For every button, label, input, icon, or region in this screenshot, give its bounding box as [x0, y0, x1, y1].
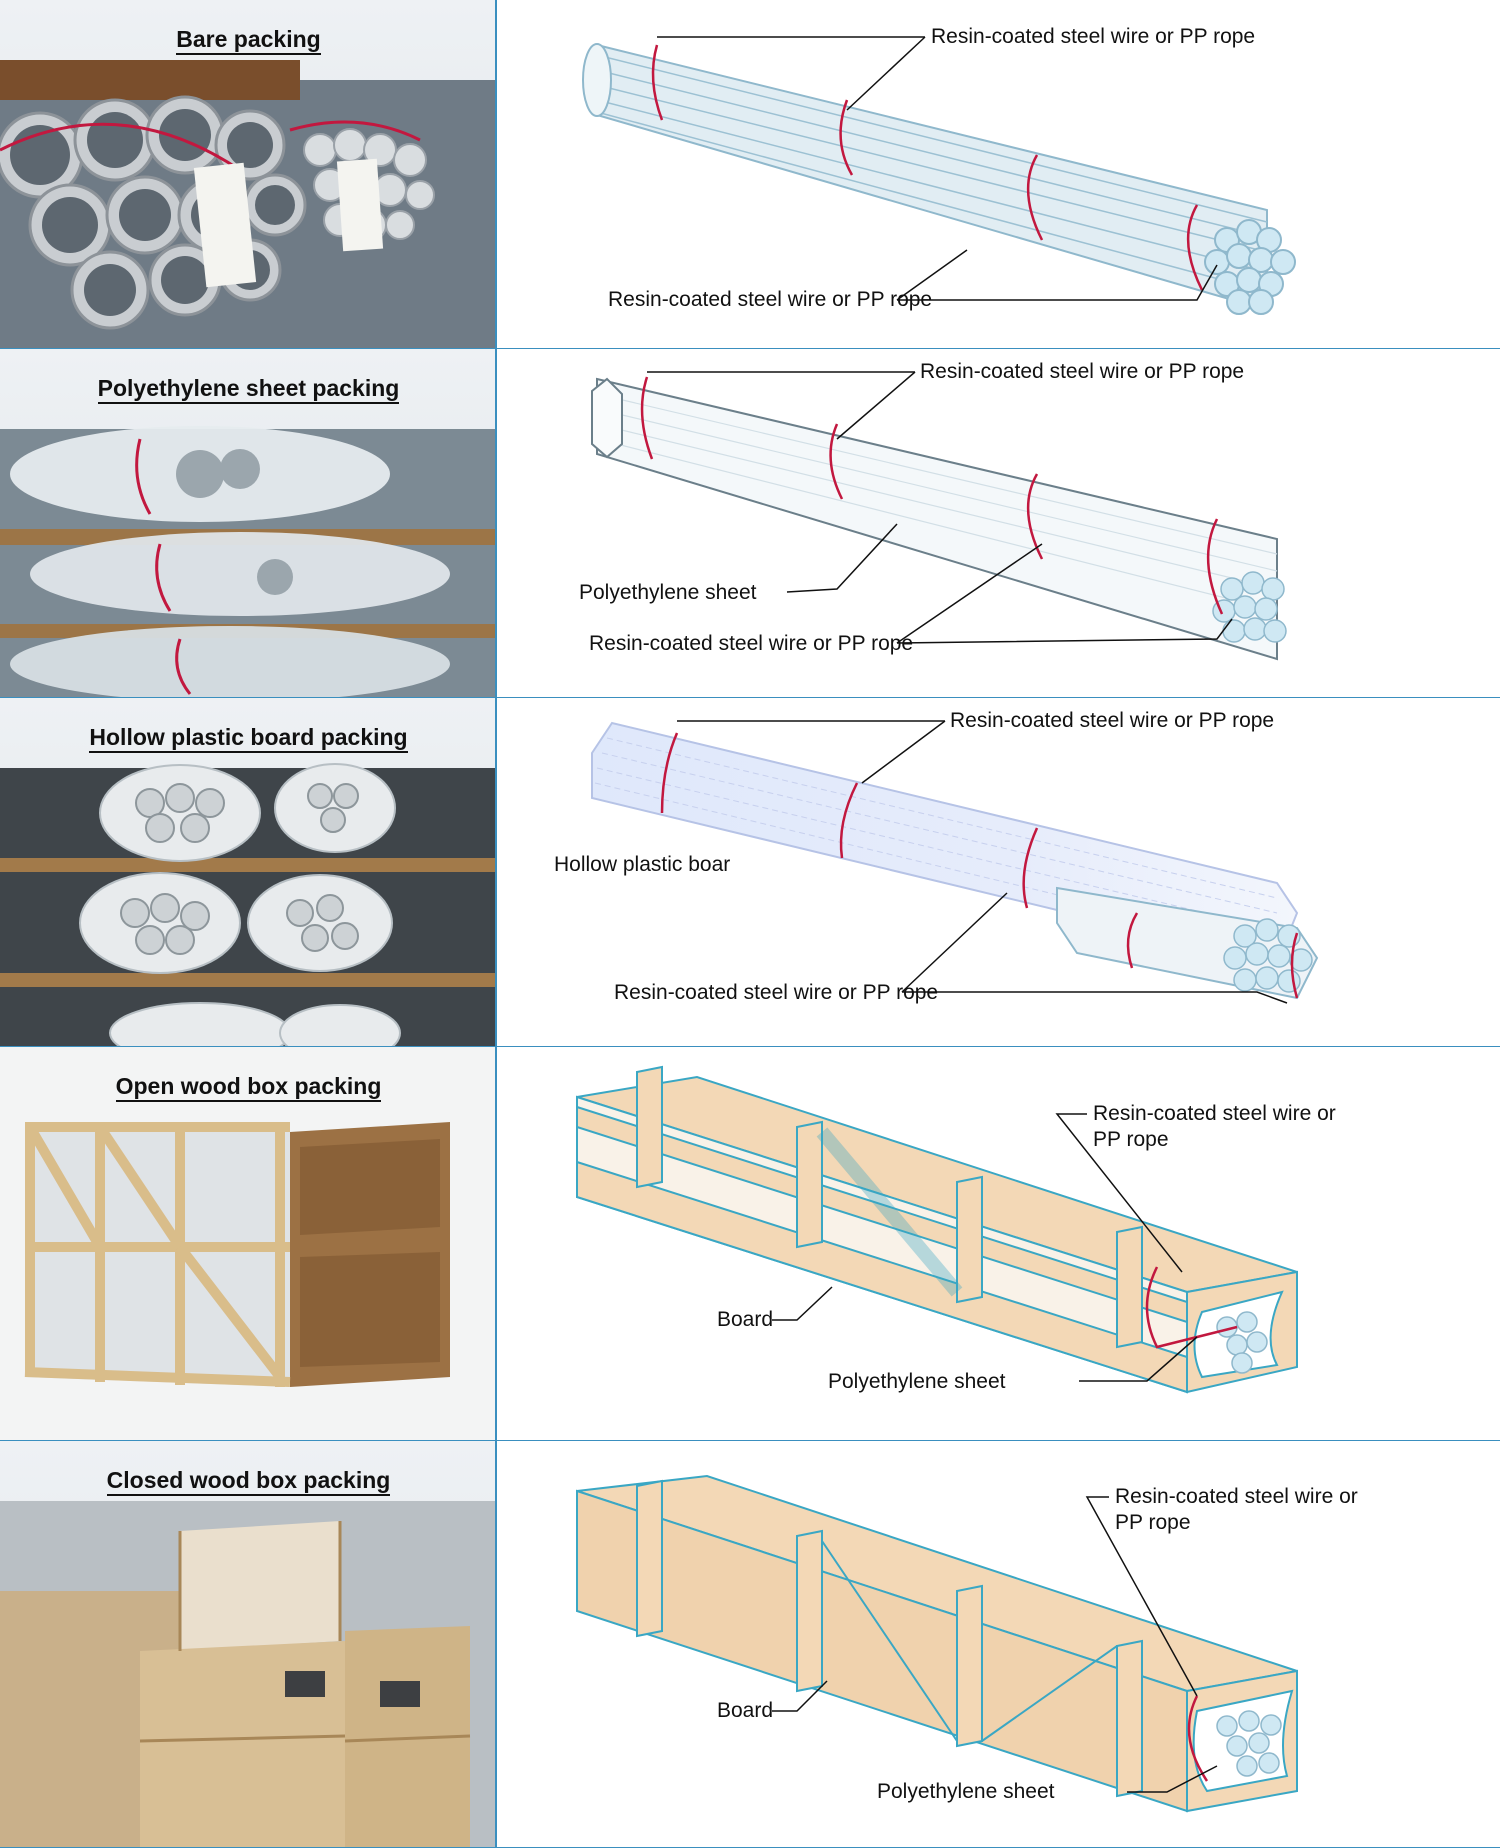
closed-box-photo-cell: Closed wood box packing: [0, 1441, 497, 1848]
pipe-bundle-icon: [591, 377, 1287, 661]
pe-sheet-photo: [0, 426, 495, 697]
pe-bottom-wire-label: Resin-coated steel wire or PP rope: [589, 632, 914, 655]
wood-crate-icon: [0, 1521, 471, 1847]
pe-sheet-diagram-cell: Resin-coated steel wire or PP rope Polye…: [497, 349, 1500, 698]
open-box-diagram: [576, 1065, 1298, 1394]
open-box-photo-cell: Open wood box packing: [0, 1047, 497, 1441]
bare-packing-photo-cell: Bare packing: [0, 0, 497, 349]
hollow-board-title: Hollow plastic board packing: [0, 724, 495, 753]
leader-lines: [657, 36, 1218, 301]
closed-box-board-label: Board: [717, 1699, 774, 1722]
open-box-title: Open wood box packing: [0, 1073, 495, 1102]
hollow-board-photo-cell: Hollow plastic board packing: [0, 698, 497, 1047]
open-box-wire-label: Resin-coated steel wire or PP rope: [1093, 1102, 1336, 1151]
open-box-board-label: Board: [717, 1308, 774, 1331]
leader-lines: [772, 1496, 1218, 1793]
hollow-board-diagram: [591, 720, 1319, 1004]
pipe-bundle-icon: [582, 43, 1296, 315]
bare-packing-title-text: Bare packing: [176, 26, 321, 55]
hollow-bottom-wire-label: Resin-coated steel wire or PP rope: [614, 981, 939, 1004]
rope-tie-icon: [1187, 1695, 1209, 1782]
rope-tie-icon: [651, 44, 1204, 291]
bare-packing-title: Bare packing: [0, 26, 495, 55]
hollow-board-label: Hollow plastic boar: [554, 852, 733, 878]
hollow-top-wire-label: Resin-coated steel wire or PP rope: [950, 709, 1275, 732]
rope-tie-icon: [1145, 1266, 1238, 1349]
pe-sheet-label: Polyethylene sheet: [579, 581, 757, 604]
wood-crate-icon: [576, 1474, 1298, 1813]
leader-lines: [647, 371, 1233, 644]
open-box-title-text: Open wood box packing: [115, 1073, 382, 1102]
pe-top-wire-label: Resin-coated steel wire or PP rope: [920, 360, 1245, 383]
hollow-board-photo: [0, 763, 495, 1046]
closed-box-photo: [0, 1501, 495, 1847]
pe-sheet-title-text: Polyethylene sheet packing: [97, 375, 400, 404]
open-box-sheet-label: Polyethylene sheet: [828, 1370, 1006, 1393]
pe-sheet-diagram: [591, 371, 1287, 661]
bare-packing-photo: [0, 60, 495, 348]
closed-box-title: Closed wood box packing: [0, 1467, 495, 1496]
bare-packing-diagram-cell: Resin-coated steel wire or PP rope Resin…: [497, 0, 1500, 349]
leader-lines: [677, 720, 1288, 1004]
bare-top-wire-label: Resin-coated steel wire or PP rope: [931, 25, 1256, 48]
rope-tie-icon: [640, 376, 1224, 615]
hollow-board-diagram-cell: Resin-coated steel wire or PP rope Hollo…: [497, 698, 1500, 1047]
closed-box-diagram-cell: Resin-coated steel wire or PP rope Board…: [497, 1441, 1500, 1848]
open-box-photo: [0, 1047, 495, 1440]
wood-crate-icon: [576, 1065, 1298, 1394]
bare-bottom-wire-label: Resin-coated steel wire or PP rope: [608, 288, 933, 311]
pe-sheet-photo-cell: Polyethylene sheet packing: [0, 349, 497, 698]
hollow-board-title-text: Hollow plastic board packing: [89, 724, 408, 753]
pipe-bundle-icon: [591, 721, 1319, 1000]
bare-packing-diagram: [582, 36, 1296, 315]
closed-box-title-text: Closed wood box packing: [106, 1467, 391, 1496]
rope-tie-icon: [660, 732, 1299, 999]
closed-box-wire-label: Resin-coated steel wire or PP rope: [1115, 1485, 1358, 1534]
closed-box-diagram: [576, 1474, 1298, 1813]
leader-lines: [772, 1113, 1198, 1382]
open-box-diagram-cell: Resin-coated steel wire or PP rope Board…: [497, 1047, 1500, 1441]
pe-sheet-title: Polyethylene sheet packing: [0, 375, 495, 404]
closed-box-sheet-label: Polyethylene sheet: [877, 1780, 1055, 1803]
wood-crate-icon: [24, 1122, 450, 1387]
